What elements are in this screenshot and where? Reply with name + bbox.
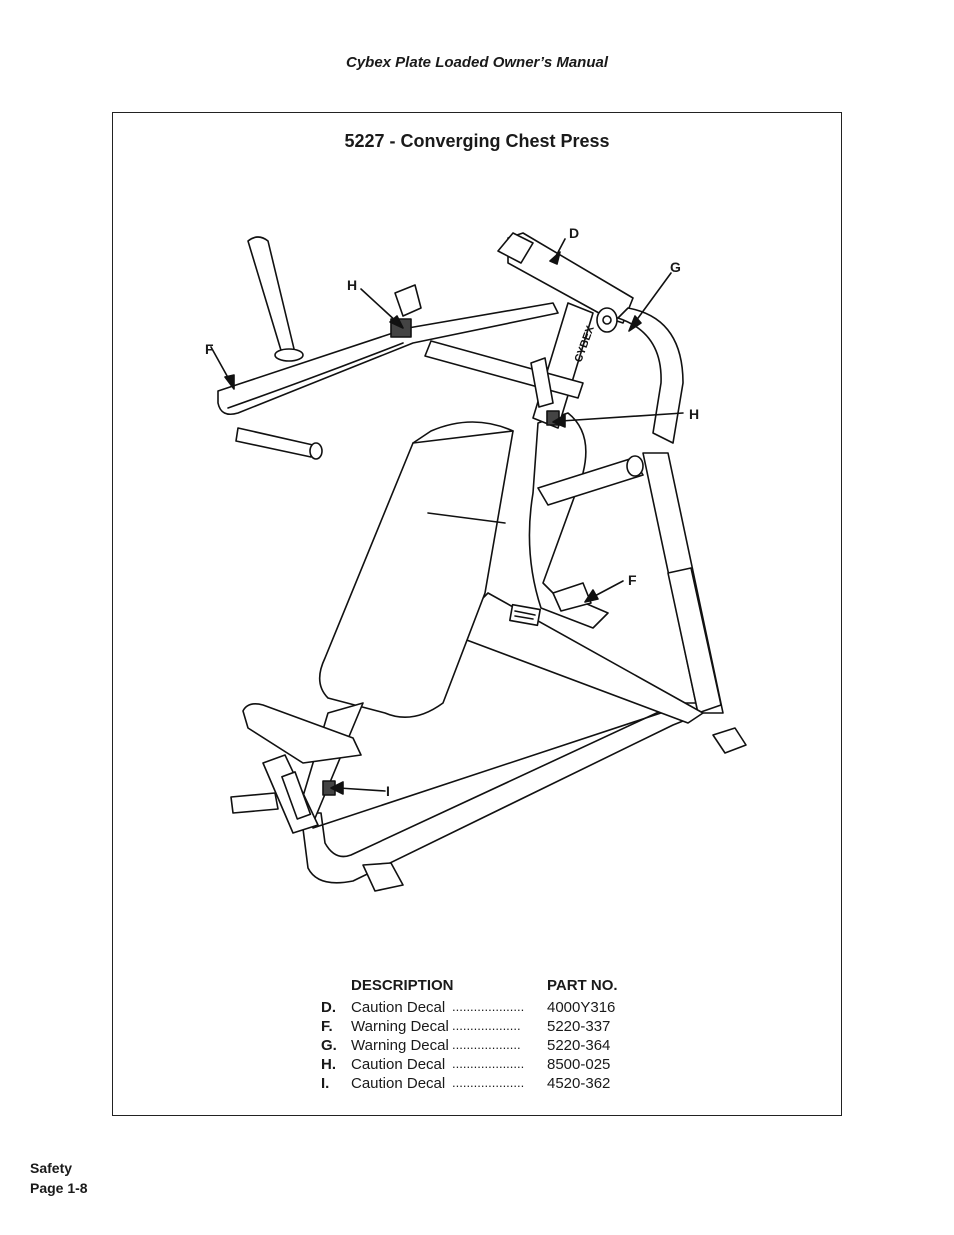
- part-number-column-header: PART NO.: [547, 977, 618, 994]
- page-footer: Safety Page 1-8: [30, 1158, 88, 1198]
- parts-table-row: H. Caution Decal .................... 85…: [321, 1056, 641, 1075]
- callout-i: I: [386, 783, 390, 799]
- row-description: Caution Decal: [351, 999, 446, 1016]
- parts-table-row: D. Caution Decal .................... 40…: [321, 999, 641, 1018]
- row-letter: G.: [321, 1037, 337, 1054]
- footer-section: Safety: [30, 1160, 73, 1176]
- callout-f-left: F: [205, 341, 214, 357]
- row-part-number: 5220-337: [547, 1018, 611, 1035]
- row-letter: D.: [321, 999, 336, 1016]
- row-leader-dots: ....................: [452, 1075, 525, 1090]
- row-part-number: 5220-364: [547, 1037, 611, 1054]
- row-description: Warning Decal: [351, 1018, 449, 1035]
- footer-page-number: Page 1-8: [30, 1180, 88, 1196]
- figure-title: 5227 - Converging Chest Press: [344, 131, 610, 151]
- row-letter: H.: [321, 1056, 336, 1073]
- row-leader-dots: ...................: [452, 1037, 521, 1052]
- row-description: Caution Decal: [351, 1056, 446, 1073]
- callout-h-right: H: [689, 406, 700, 422]
- row-leader-dots: ...................: [452, 1018, 521, 1033]
- parts-table-row: G. Warning Decal ................... 522…: [321, 1037, 641, 1056]
- manual-title: Cybex Plate Loaded Owner’s Manual: [345, 54, 609, 71]
- row-part-number: 8500-025: [547, 1056, 611, 1073]
- row-part-number: 4000Y316: [547, 999, 616, 1016]
- row-description: Caution Decal: [351, 1075, 446, 1092]
- callout-d: D: [569, 225, 580, 241]
- description-column-header: DESCRIPTION: [351, 977, 454, 994]
- parts-table: DESCRIPTION PART NO. D. Caution Decal ..…: [321, 977, 641, 1094]
- row-part-number: 4520-362: [547, 1075, 611, 1092]
- row-letter: F.: [321, 1018, 333, 1035]
- parts-table-row: I. Caution Decal .................... 45…: [321, 1075, 641, 1094]
- callout-g: G: [670, 259, 681, 275]
- row-letter: I.: [321, 1075, 330, 1092]
- row-leader-dots: ....................: [452, 999, 525, 1014]
- callout-f-right: F: [628, 572, 637, 588]
- parts-table-row: F. Warning Decal ................... 522…: [321, 1018, 641, 1037]
- row-description: Warning Decal: [351, 1037, 449, 1054]
- figure-frame: 5227 - Converging Chest Press: [112, 112, 842, 1116]
- parts-table-header: DESCRIPTION PART NO.: [321, 977, 641, 999]
- row-leader-dots: ....................: [452, 1056, 525, 1071]
- callout-h-upper: H: [347, 277, 358, 293]
- chest-press-illustration: CYBEX: [210, 232, 747, 892]
